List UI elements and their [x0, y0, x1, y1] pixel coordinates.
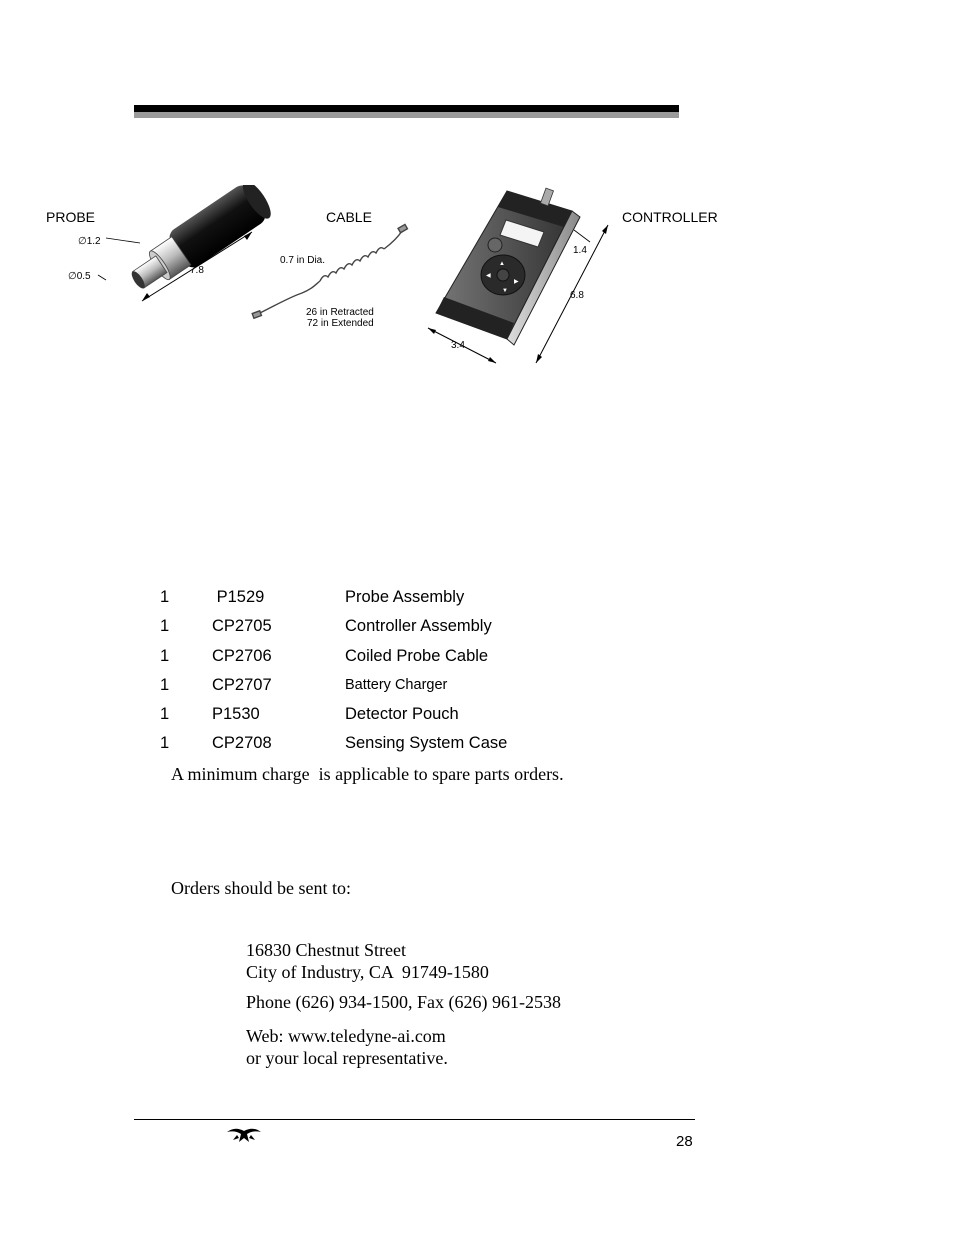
cable-label: CABLE [326, 209, 372, 225]
parts-list-row: 1 CP2708 Sensing System Case [160, 734, 680, 763]
part-qty: 1 [160, 734, 170, 753]
part-qty: 1 [160, 646, 170, 665]
page-number: 28 [676, 1133, 693, 1150]
probe-length: 7.8 [190, 265, 204, 276]
address-web[interactable]: Web: www.teledyne-ai.com [246, 1026, 446, 1046]
part-number: CP2706 [212, 646, 272, 665]
part-description: Controller Assembly [345, 617, 492, 636]
part-description: Battery Charger [345, 676, 448, 693]
controller-width: 3.4 [451, 340, 465, 351]
cable-diameter: 0.7 in Dia. [280, 255, 325, 266]
part-description: Coiled Probe Cable [345, 646, 489, 665]
parts-list-row: 1 CP2707 Battery Charger [160, 676, 680, 705]
probe-dim-tip: ∅0.5 [68, 271, 91, 282]
svg-text:▼: ▼ [502, 288, 508, 294]
parts-list-row: 1 P1529 Probe Assembly [160, 588, 680, 617]
part-qty: 1 [160, 617, 170, 636]
part-number: P1530 [212, 705, 260, 724]
part-qty: 1 [160, 675, 170, 694]
parts-list-row: 1 P1530 Detector Pouch [160, 705, 680, 734]
part-number: CP2705 [212, 617, 272, 636]
orders-intro: Orders should be sent to: [171, 878, 351, 898]
part-qty: 1 [160, 588, 170, 606]
address-representative: or your local representative. [246, 1048, 448, 1068]
part-number: CP2708 [212, 734, 272, 753]
part-description: Sensing System Case [345, 734, 508, 753]
teledyne-logo-icon [227, 1128, 261, 1142]
controller-label: CONTROLLER [622, 209, 718, 225]
header-rule-gray [134, 112, 679, 118]
part-description: Detector Pouch [345, 705, 459, 724]
product-figure: PROBE ∅1.2 ∅0.5 7.8 CABLE 0.7 in Dia. 26… [46, 185, 718, 364]
controller-height: 6.8 [570, 290, 584, 301]
parts-list: 1 P1529 Probe Assembly 1 CP2705 Controll… [160, 588, 680, 764]
parts-list-row: 1 CP2706 Coiled Probe Cable [160, 647, 680, 676]
cable-drawing [251, 223, 409, 320]
probe-drawing [97, 185, 271, 302]
svg-text:▲: ▲ [499, 261, 505, 267]
address-phone: Phone (626) 934-1500, Fax (626) 961-2538 [246, 992, 561, 1012]
probe-label: PROBE [46, 209, 95, 225]
header-rule-black [134, 105, 679, 112]
parts-list-row: 1 CP2705 Controller Assembly [160, 617, 680, 646]
address-city: City of Industry, CA 91749-1580 [246, 962, 489, 982]
controller-depth: 1.4 [573, 245, 587, 256]
part-qty: 1 [160, 705, 170, 724]
footer-rule [134, 1119, 695, 1120]
part-number: CP2707 [212, 675, 272, 694]
cable-extended: 72 in Extended [307, 318, 374, 329]
svg-text:◀: ◀ [486, 273, 491, 279]
controller-drawing: ▲ ◀ ▶ ▼ [427, 187, 609, 364]
min-charge-note: A minimum charge is applicable to spare … [171, 764, 564, 784]
probe-dim-outer: ∅1.2 [78, 236, 101, 247]
cable-retracted: 26 in Retracted [306, 307, 374, 318]
part-description: Probe Assembly [345, 588, 465, 606]
address-street: 16830 Chestnut Street [246, 940, 406, 960]
part-number: P1529 [212, 588, 265, 606]
svg-text:▶: ▶ [514, 279, 519, 285]
